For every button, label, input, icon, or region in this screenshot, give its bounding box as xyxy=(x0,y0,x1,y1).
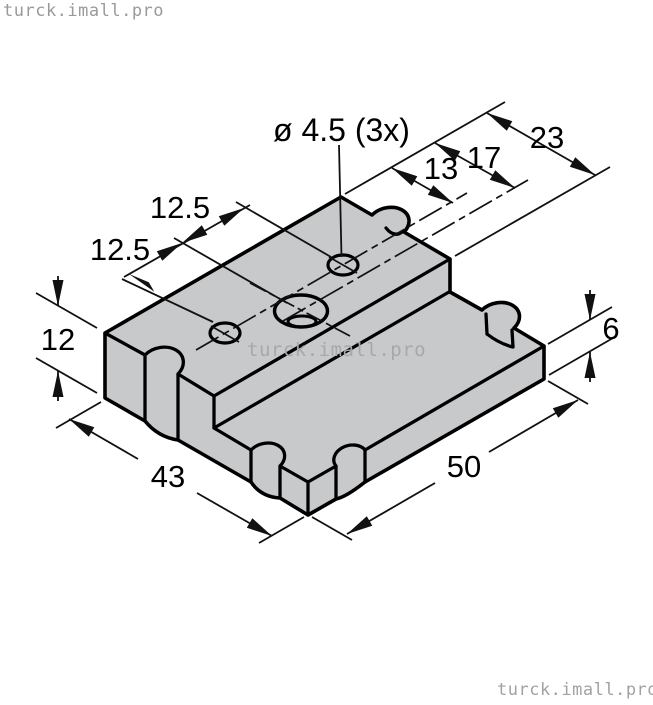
ext-6-bottom xyxy=(548,337,614,376)
arrow-50-right-icon xyxy=(552,400,578,418)
ext-43-left xyxy=(55,401,102,429)
dim-label-17: 17 xyxy=(467,140,501,175)
arrow-12-bottom-icon xyxy=(52,371,64,397)
bighole-cross-centerline xyxy=(249,282,351,337)
ext-43-right xyxy=(258,516,305,544)
bighole-axis-centerline xyxy=(282,179,529,322)
arrow-13-right-icon xyxy=(427,185,453,203)
dim-label-6: 6 xyxy=(602,311,619,346)
dim-label-43: 43 xyxy=(151,459,185,494)
ext-6-top xyxy=(547,306,613,345)
hole-right-icon xyxy=(326,253,360,277)
arrow-17-right-icon xyxy=(489,170,515,188)
hole-left-icon xyxy=(208,321,242,345)
dim-label-13: 13 xyxy=(424,151,458,186)
ext-125-bighole xyxy=(173,237,288,304)
ext-50-left xyxy=(311,516,353,541)
arrow-23-right-icon xyxy=(569,157,595,175)
arrow-12-top-icon xyxy=(52,280,64,306)
dim-label-125-lower: 12.5 xyxy=(90,232,150,267)
arrow-13-left-icon xyxy=(392,168,418,186)
ext-125-hole-right xyxy=(235,201,332,258)
bracket-part xyxy=(103,195,546,517)
ext-50-right xyxy=(547,380,589,405)
hole-left-tick xyxy=(210,325,240,343)
holes-axis-centerline xyxy=(195,192,468,351)
ext-raised-front-corner xyxy=(454,166,611,257)
hole-right-tick xyxy=(328,256,358,274)
arrow-6-top-icon xyxy=(584,294,596,320)
dim-label-12: 12 xyxy=(41,322,75,357)
arrow-23-left-icon xyxy=(487,113,513,131)
hole-callout-label: ø 4.5 (3x) xyxy=(273,112,410,148)
arrow-125-mid-a-icon xyxy=(156,243,182,261)
part-internal-edges xyxy=(103,226,546,517)
arrow-17-left-icon xyxy=(435,143,461,161)
dimension-arrowheads xyxy=(52,113,596,536)
ext-125-hole-left xyxy=(121,278,214,323)
dim-label-50: 50 xyxy=(447,449,481,484)
arrow-125-right-icon xyxy=(218,208,244,226)
arrow-43-left-icon xyxy=(69,419,95,437)
arrow-125-left-icon xyxy=(129,274,155,292)
dim-label-23: 23 xyxy=(530,120,564,155)
dim-label-125-upper: 12.5 xyxy=(150,190,210,225)
ext-12-bottom xyxy=(35,357,98,394)
extension-lines xyxy=(35,101,614,544)
arrow-43-right-icon xyxy=(246,518,272,536)
arrow-50-left-icon xyxy=(347,516,373,534)
counterbore-inner-hole-icon xyxy=(286,314,318,329)
mounting-holes xyxy=(208,253,360,345)
dimension-labels: ø 4.5 (3x) 13 17 23 12.5 12.5 12 6 43 50 xyxy=(41,112,620,494)
ext-12-top xyxy=(35,292,98,329)
ext-datum-back-edge xyxy=(344,101,506,195)
centerlines xyxy=(195,179,529,351)
callout-leader-line xyxy=(338,144,343,258)
arrow-6-bottom-icon xyxy=(584,352,596,378)
arrow-125-mid-b-icon xyxy=(182,225,208,243)
